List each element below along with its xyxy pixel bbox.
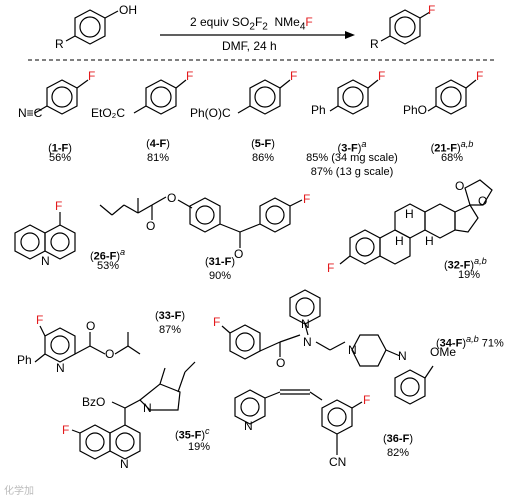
compound-yield-3b: 87% (13 g scale): [310, 166, 394, 178]
start-oh-label: OH: [119, 3, 137, 17]
nitrogen-35b: N: [120, 457, 129, 471]
compound-label-35: (35-F)c: [175, 426, 210, 442]
reagents-tail: NMe: [267, 15, 300, 29]
nitrogen-34d: N: [398, 349, 407, 363]
fluorine-35: F: [62, 423, 70, 437]
substituent-1: N≡C: [18, 106, 43, 120]
nitrogen-34a: N: [303, 335, 312, 349]
reagents-line: 2 equiv SO2F2 NMe4F: [190, 16, 313, 33]
substituent-21: PhO: [403, 103, 428, 117]
phenol-start: [65, 9, 119, 45]
structure-34F: [221, 289, 434, 405]
fluorine-5: F: [290, 69, 298, 83]
compound-label-33: (33-F): [155, 310, 185, 322]
structure-35F-quinine: [71, 361, 196, 460]
nitrogen-34c: N: [348, 343, 357, 357]
structure-31F: [99, 196, 303, 248]
oxygen-34: O: [276, 356, 286, 370]
fluorine-3: F: [378, 69, 386, 83]
aryl-fluoride-product: [380, 9, 431, 45]
start-r-label: R: [55, 37, 64, 51]
nitrogen-36: N: [244, 419, 253, 433]
structure-21F: [427, 79, 477, 115]
compound-yield-36: 82%: [386, 447, 410, 459]
watermark: 化学加: [4, 486, 34, 497]
compound-yield-35: 19%: [188, 441, 211, 453]
structure-33F-pyridine: [34, 325, 141, 363]
compound-label-3: (3-F)a: [337, 139, 367, 155]
fluorine-31: F: [303, 192, 311, 206]
oxygen-31a: O: [146, 219, 156, 233]
hydrogen-32b: H: [395, 234, 404, 248]
fluorine-32: F: [327, 261, 335, 275]
compound-label-34: (34-F)a,b 71%: [436, 334, 504, 350]
product-f-label: F: [428, 3, 436, 17]
structure-4F: [133, 79, 187, 115]
compound-yield-26: 53%: [97, 260, 120, 272]
conditions: DMF, 24 h: [222, 39, 277, 53]
hydrogen-32a: H: [405, 207, 414, 221]
methoxy-34: OMe: [430, 345, 457, 359]
structure-32F-steroid: [339, 179, 493, 265]
fluorine-1: F: [88, 69, 96, 83]
reagents-sub: 2: [249, 21, 255, 33]
fluorine-26: F: [55, 199, 63, 213]
structure-36F: [234, 389, 363, 455]
nitrogen-35a: N: [143, 401, 152, 415]
compound-label-4: (4-F): [146, 138, 170, 150]
phenyl-33: Ph: [17, 353, 32, 367]
compound-label-26: (26-F)a: [90, 247, 126, 263]
product-r-label: R: [370, 37, 379, 51]
reagents-tail-f: F: [305, 15, 313, 29]
compound-yield-5: 86%: [251, 152, 275, 164]
oxygen-33b: O: [105, 347, 115, 361]
compound-yield-31: 90%: [208, 270, 232, 282]
nitrile-36: CN: [329, 455, 347, 469]
compound-label-21: (21-F)a,b: [430, 139, 474, 155]
reagents-f-sub: 2: [262, 21, 268, 33]
fluorine-4: F: [186, 69, 194, 83]
structure-1F: [34, 79, 89, 115]
reagents-tail-sub: 4: [299, 21, 306, 33]
reagents-f: F: [254, 15, 263, 29]
hydrogen-32c: H: [425, 234, 434, 248]
nitrogen-33: N: [56, 361, 65, 375]
nitrogen-26: N: [41, 254, 50, 268]
fluorine-34: F: [213, 315, 221, 329]
oxygen-32a: O: [455, 179, 465, 193]
compound-yield-32: 19%: [458, 269, 481, 281]
oxygen-33a: O: [86, 319, 96, 333]
substituent-4: EtO₂C: [91, 106, 125, 120]
structure-5F: [237, 79, 291, 115]
substituent-5: Ph(O)C: [190, 106, 231, 120]
substituent-3: Ph: [311, 103, 326, 117]
compound-label-32: (32-F)a,b: [444, 256, 487, 272]
compound-yield-33: 87%: [158, 324, 182, 336]
compound-yield-1: 56%: [48, 152, 72, 164]
fluorine-21: F: [476, 69, 484, 83]
nitrogen-34b: N: [301, 317, 310, 331]
compound-label-36: (36-F): [383, 433, 413, 445]
structure-3F: [329, 79, 379, 115]
oxygen-31c: O: [234, 247, 244, 261]
oxygen-32b: O: [478, 194, 488, 208]
reagents-text: 2 equiv SO: [190, 15, 250, 29]
compound-yield-4: 81%: [146, 152, 170, 164]
compound-label-5: (5-F): [251, 138, 275, 150]
compound-yield-21: 68%: [440, 152, 464, 164]
compound-yield-3a: 85% (34 mg scale): [306, 152, 398, 164]
fluorine-33: F: [36, 313, 44, 327]
compound-label-31: (31-F): [205, 256, 235, 268]
benzoyloxy-35: BzO: [82, 395, 106, 409]
reaction-arrow: [160, 31, 355, 39]
structure-26F-quinoline: [14, 212, 76, 260]
oxygen-31b: O: [167, 191, 177, 205]
compound-label-1: (1-F): [48, 142, 72, 155]
fluorine-36: F: [363, 393, 371, 407]
